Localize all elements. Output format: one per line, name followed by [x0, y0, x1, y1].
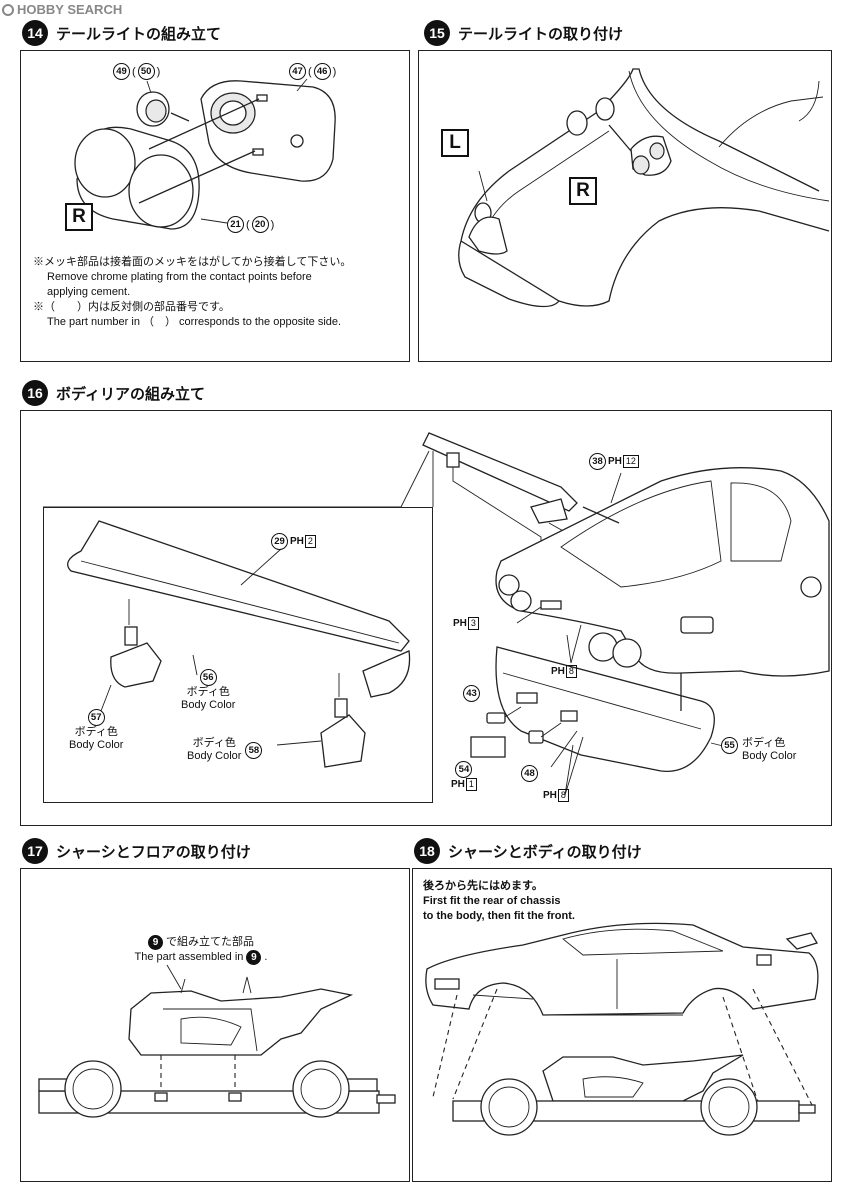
- step-14-notes: ※メッキ部品は接着面のメッキをはがしてから接着して下さい。 Remove chr…: [33, 255, 405, 330]
- step-16-number: 16: [22, 380, 48, 406]
- step-17-title: シャーシとフロアの取り付け: [56, 842, 251, 861]
- part-58-ja: ボディ色: [192, 737, 236, 749]
- part-20-number: 20: [251, 216, 269, 233]
- step-18-heading: 18 シャーシとボディの取り付け: [414, 838, 642, 864]
- part-49-number: 49: [113, 63, 130, 80]
- part-47-label: 47 (46): [289, 63, 336, 80]
- part-43-number: 43: [463, 685, 480, 702]
- part-56-en: Body Color: [181, 699, 236, 711]
- note-chrome-en-2: applying cement.: [47, 286, 131, 298]
- step-17-panel: 9 で組み立てた部品 The part assembled in 9 .: [20, 868, 410, 1182]
- part-57-number: 57: [87, 709, 105, 726]
- step-17-number: 17: [22, 838, 48, 864]
- part-54-number: 54: [455, 761, 473, 778]
- step-18-ja: 後ろから先にはめます。: [423, 880, 543, 892]
- watermark-icon: [2, 3, 14, 16]
- step-15-panel: L R: [418, 50, 832, 362]
- part-43-label: 43: [463, 685, 480, 702]
- step-14-number: 14: [22, 20, 48, 46]
- taillight-install-diagram: [458, 68, 830, 308]
- taillight-assembly-diagram: [74, 78, 336, 230]
- part-50-number: 50: [137, 63, 155, 80]
- step-16-heading: 16 ボディリアの組み立て: [22, 380, 205, 406]
- part-58-label: ボディ色 Body Color 58: [187, 737, 263, 763]
- step-14-panel: 49 (50) 47 (46) 21 (20) R ※メッキ部品は接着面のメッキ…: [20, 50, 410, 362]
- step-16-title: ボディリアの組み立て: [56, 384, 205, 403]
- step-17-caption: 9 で組み立てた部品 The part assembled in 9 .: [134, 935, 268, 965]
- part-38-number: 38: [589, 453, 606, 470]
- note-chrome-en-1: Remove chrome plating from the contact p…: [47, 271, 312, 283]
- part-47-number: 47: [289, 63, 306, 80]
- watermark-logo: HOBBY SEARCH: [2, 2, 122, 17]
- part-56-number: 56: [199, 669, 217, 686]
- chassis-body-diagram: [425, 922, 819, 1136]
- step-18-caption: 後ろから先にはめます。 First fit the rear of chassi…: [423, 879, 643, 924]
- step-17-heading: 17 シャーシとフロアの取り付け: [22, 838, 251, 864]
- step-18-title: シャーシとボディの取り付け: [448, 842, 642, 861]
- part-48-number: 48: [521, 765, 538, 782]
- part-29-number: 29: [271, 533, 288, 550]
- part-55-ja: ボディ色: [742, 737, 786, 749]
- part-58-en: Body Color: [187, 750, 242, 762]
- watermark-text: HOBBY SEARCH: [17, 2, 123, 17]
- part-55-label: 55 ボディ色 Body Color: [721, 737, 796, 763]
- step-18-number: 18: [414, 838, 440, 864]
- note-opposite-ja: ※（ ）内は反対側の部品番号です。: [33, 301, 230, 313]
- part-46-number: 46: [313, 63, 331, 80]
- wing-detail-inset: [43, 507, 433, 803]
- step-14-title: テールライトの組み立て: [56, 24, 222, 43]
- step-15-title: テールライトの取り付け: [458, 24, 624, 43]
- side-r-marker: R: [65, 203, 93, 231]
- part-56-label: 56 ボディ色 Body Color: [181, 669, 235, 712]
- part-48-label: 48: [521, 765, 538, 782]
- step-17-en: The part assembled in: [134, 951, 244, 963]
- part-49-label: 49 (50): [113, 63, 160, 80]
- side-r-marker: R: [569, 177, 597, 205]
- part-58-number: 58: [245, 741, 263, 759]
- note-chrome-ja: ※メッキ部品は接着面のメッキをはがしてから接着して下さい。: [33, 256, 352, 268]
- ref-step-9-badge-en: 9: [246, 950, 262, 965]
- part-55-number: 55: [721, 737, 738, 754]
- note-opposite-en: The part number in （ ） corresponds to th…: [47, 316, 342, 328]
- step-18-en-2: to the body, then fit the front.: [423, 910, 575, 922]
- step-15-number: 15: [424, 20, 450, 46]
- part-56-ja: ボディ色: [186, 686, 230, 698]
- step-15-heading: 15 テールライトの取り付け: [424, 20, 623, 46]
- part-57-label: 57 ボディ色 Body Color: [69, 709, 123, 752]
- chassis-floor-diagram: [38, 964, 396, 1118]
- part-21-number: 21: [227, 216, 244, 233]
- step-14-heading: 14 テールライトの組み立て: [22, 20, 221, 46]
- step-18-en-1: First fit the rear of chassis: [423, 895, 561, 907]
- step-17-ja: で組み立てた部品: [166, 936, 254, 948]
- step-18-panel: 後ろから先にはめます。 First fit the rear of chassi…: [412, 868, 832, 1182]
- part-57-ja: ボディ色: [74, 726, 118, 738]
- side-l-marker: L: [441, 129, 469, 157]
- part-57-en: Body Color: [69, 739, 124, 751]
- ref-step-9-badge: 9: [148, 935, 163, 950]
- rear-body-diagram: [43, 432, 830, 796]
- part-21-label: 21 (20): [227, 216, 274, 233]
- part-55-en: Body Color: [742, 750, 797, 762]
